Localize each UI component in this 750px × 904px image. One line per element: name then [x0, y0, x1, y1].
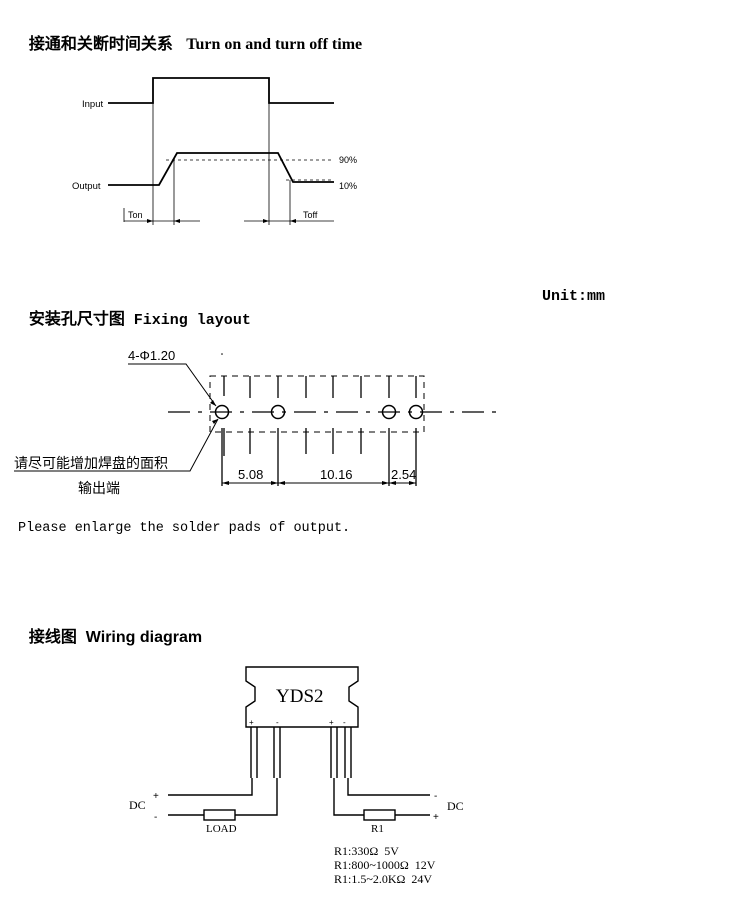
- label-output: Output: [72, 181, 101, 192]
- label-90: 90%: [339, 155, 357, 165]
- pin-plus-right: +: [329, 718, 334, 727]
- wiring-heading-cn: 接线图: [28, 629, 77, 646]
- solder-pad-note: Please enlarge the solder pads of output…: [18, 521, 351, 536]
- label-input: Input: [82, 99, 103, 110]
- input-waveform: [108, 77, 334, 104]
- hole-spec-label: 4-Φ1.20: [128, 348, 175, 363]
- pin-minus-left: -: [276, 718, 279, 727]
- dc-right-plus: +: [433, 812, 439, 823]
- pin-minus-right: -: [343, 718, 346, 727]
- wiring-heading: 接线图 Wiring diagram: [20, 605, 202, 647]
- fixing-heading-cn: 安装孔尺寸图: [28, 311, 125, 328]
- device-body: [245, 666, 359, 728]
- r1-label: R1: [371, 823, 384, 835]
- r1-value-5v: R1:330Ω 5V: [334, 844, 399, 858]
- fixing-heading-en: Fixing layout: [133, 312, 251, 329]
- pin-plus-left: +: [249, 718, 254, 727]
- label-toff: Toff: [303, 210, 318, 220]
- load-label: LOAD: [206, 823, 237, 835]
- fixing-heading: 安装孔尺寸图 Fixing layout: [20, 287, 251, 329]
- dim-5-08: 5.08: [238, 467, 263, 482]
- device-label: YDS2: [276, 686, 324, 707]
- r1-value-12v: R1:800~1000Ω 12V: [334, 858, 436, 872]
- dim-2-54: 2.54: [391, 467, 416, 482]
- dc-right-minus: -: [434, 791, 437, 802]
- dim-10-16: 10.16: [320, 467, 353, 482]
- label-10: 10%: [339, 181, 357, 191]
- output-waveform: [108, 152, 334, 186]
- dc-right-label: DC: [447, 799, 464, 813]
- r1-value-24v: R1:1.5~2.0KΩ 24V: [334, 872, 432, 886]
- timing-heading-cn: 接通和关断时间关系: [28, 36, 173, 53]
- note-cn-line2: 输出端: [78, 480, 120, 496]
- dc-left-minus: -: [154, 812, 157, 823]
- dc-left-label: DC: [129, 798, 146, 812]
- note-cn-line1: 请尽可能增加焊盘的面积: [14, 455, 168, 471]
- dc-left-plus: +: [153, 791, 159, 802]
- timing-heading-en: Turn on and turn off time: [186, 36, 363, 53]
- label-ton: Ton: [128, 210, 143, 220]
- unit-label: Unit:mm: [542, 288, 606, 305]
- wiring-heading-en: Wiring diagram: [85, 629, 203, 646]
- timing-heading: 接通和关断时间关系 Turn on and turn off time: [20, 12, 362, 54]
